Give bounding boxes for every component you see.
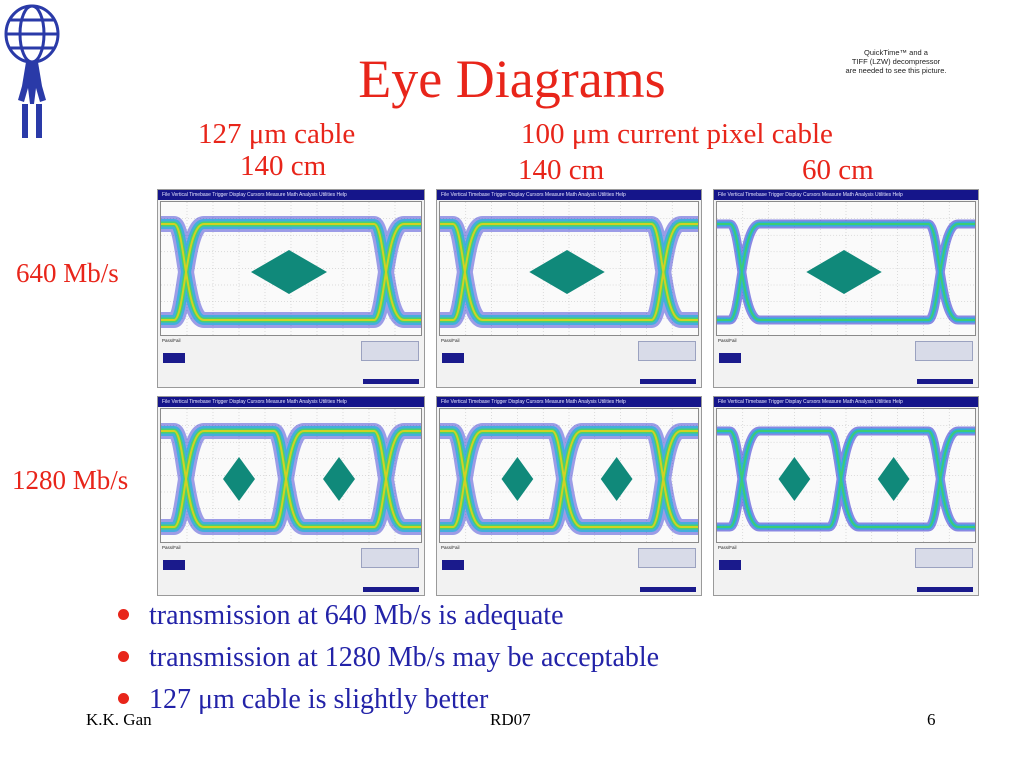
scope-footer: Pass/Fail xyxy=(716,337,976,385)
bullet-item: 127 μm cable is slightly better xyxy=(118,684,488,716)
eye-mask xyxy=(778,457,910,501)
quicktime-placeholder: QuickTime™ and a TIFF (LZW) decompressor… xyxy=(842,48,950,75)
eye-traces xyxy=(161,216,421,328)
quicktime-line: are needed to see this picture. xyxy=(845,66,947,75)
eye-traces xyxy=(161,423,421,535)
eye-mask xyxy=(251,250,327,294)
eye-traces xyxy=(440,423,698,535)
atlas-logo xyxy=(4,4,60,138)
scope-screen xyxy=(716,408,976,543)
eye-mask xyxy=(501,457,633,501)
scope-menu: File Vertical Timebase Trigger Display C… xyxy=(714,397,978,407)
col2-header-line1: 100 μm current pixel cable xyxy=(521,118,833,150)
eye-diagram-127um-640: File Vertical Timebase Trigger Display C… xyxy=(157,189,425,388)
bullet-dot-icon xyxy=(118,609,129,621)
pass-fail-label: Pass/Fail xyxy=(162,545,181,550)
eye-mask xyxy=(529,250,605,294)
scope-footer: Pass/Fail xyxy=(160,544,422,593)
eye-diagram-100um-60cm-1280: File Vertical Timebase Trigger Display C… xyxy=(713,396,979,596)
bullet-item: transmission at 1280 Mb/s may be accepta… xyxy=(118,642,659,674)
eye-diagram-127um-1280: File Vertical Timebase Trigger Display C… xyxy=(157,396,425,596)
eye-diagram-100um-140cm-640: File Vertical Timebase Trigger Display C… xyxy=(436,189,702,388)
footer-author: K.K. Gan xyxy=(86,710,152,729)
scope-menu: File Vertical Timebase Trigger Display C… xyxy=(437,397,701,407)
scope-menu: File Vertical Timebase Trigger Display C… xyxy=(158,397,424,407)
scope-footer: Pass/Fail xyxy=(439,544,699,593)
footer-event: RD07 xyxy=(490,710,531,729)
scope-footer: Pass/Fail xyxy=(160,337,422,385)
scope-footer: Pass/Fail xyxy=(439,337,699,385)
eye-traces xyxy=(717,426,975,532)
slide-title: Eye Diagrams xyxy=(358,49,666,109)
scope-footer: Pass/Fail xyxy=(716,544,976,593)
col3-header-line2: 60 cm xyxy=(802,154,874,186)
pass-fail-label: Pass/Fail xyxy=(441,545,460,550)
pass-fail-label: Pass/Fail xyxy=(718,338,737,343)
quicktime-line: TIFF (LZW) decompressor xyxy=(851,57,941,66)
scope-menu: File Vertical Timebase Trigger Display C… xyxy=(437,190,701,200)
scope-menu: File Vertical Timebase Trigger Display C… xyxy=(158,190,424,200)
footer-page-number: 6 xyxy=(927,710,936,729)
scope-screen xyxy=(160,408,422,543)
bullet-dot-icon xyxy=(118,651,129,663)
eye-mask xyxy=(806,250,882,294)
quicktime-line: QuickTime™ and a xyxy=(864,48,928,57)
col1-header-line2: 140 cm xyxy=(240,150,327,182)
eye-diagram-100um-60cm-640: File Vertical Timebase Trigger Display C… xyxy=(713,189,979,388)
pass-fail-label: Pass/Fail xyxy=(718,545,737,550)
col1-header-line1: 127 μm cable xyxy=(198,118,356,150)
eye-traces xyxy=(717,219,975,325)
scope-screen xyxy=(160,201,422,336)
row-label-640: 640 Mb/s xyxy=(16,258,119,288)
col2-header-line2: 140 cm xyxy=(518,154,605,186)
bullet-item: transmission at 640 Mb/s is adequate xyxy=(118,600,564,632)
scope-menu: File Vertical Timebase Trigger Display C… xyxy=(714,190,978,200)
scope-screen xyxy=(439,201,699,336)
eye-mask xyxy=(223,457,355,501)
pass-fail-label: Pass/Fail xyxy=(441,338,460,343)
bullet-dot-icon xyxy=(118,693,129,705)
row-label-1280: 1280 Mb/s xyxy=(12,465,129,495)
eye-diagram-100um-140cm-1280: File Vertical Timebase Trigger Display C… xyxy=(436,396,702,596)
eye-traces xyxy=(440,216,698,328)
pass-fail-label: Pass/Fail xyxy=(162,338,181,343)
scope-screen xyxy=(716,201,976,336)
scope-screen xyxy=(439,408,699,543)
